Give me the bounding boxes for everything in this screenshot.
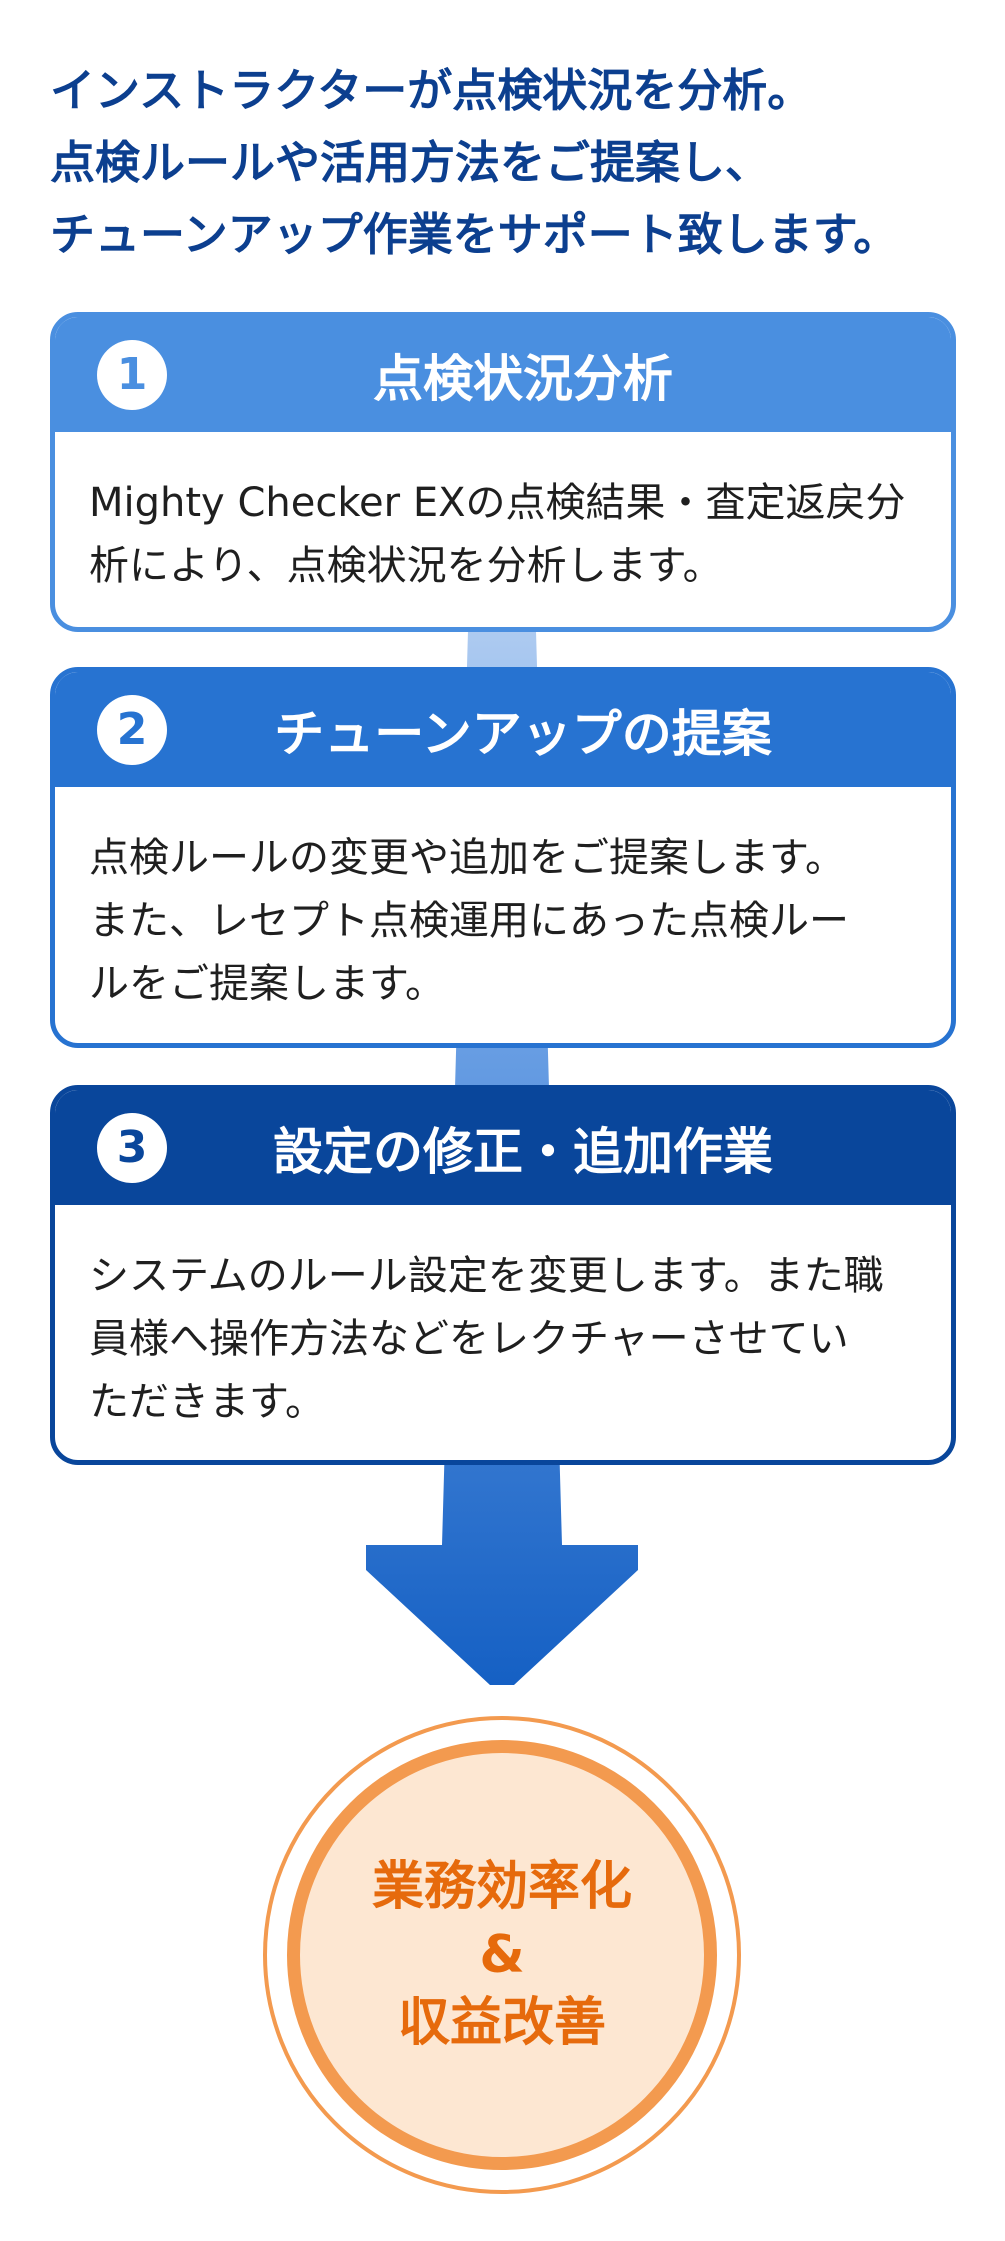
step-description: システムのルール設定を変更します。また職 員様へ操作方法などをレクチャーさせてい… [55, 1205, 951, 1434]
intro-line: インストラクターが点検状況を分析。 [50, 64, 813, 117]
result-line: 業務効率化 [371, 1857, 632, 1917]
step-header: 2 チューンアップの提案 [55, 672, 951, 787]
step-header: 3 設定の修正・追加作業 [55, 1090, 951, 1205]
result-line: 収益改善 [397, 1993, 606, 2053]
step-description-line: ただきます。 [89, 1379, 325, 1425]
step-header: 1 点検状況分析 [55, 317, 951, 432]
flow-arrow-shape [366, 420, 638, 1685]
step-description-line: システムのルール設定を変更します。また職 [89, 1253, 884, 1299]
step-title: 点検状況分析 [373, 349, 673, 408]
step-card-configuration: 3 設定の修正・追加作業 システムのルール設定を変更します。また職 員様へ操作方… [50, 1085, 956, 1465]
step-card-proposal: 2 チューンアップの提案 点検ルールの変更や追加をご提案します。 また、レセプト… [50, 667, 956, 1048]
result-circle: 業務効率化 & 収益改善 [263, 1716, 741, 2194]
step-description-line: 析により、点検状況を分析します。 [89, 543, 723, 589]
step-description-line: ルをご提案します。 [89, 961, 445, 1007]
intro-line: チューンアップ作業をサポート致します。 [50, 208, 899, 261]
step-title: 設定の修正・追加作業 [273, 1122, 773, 1181]
step-card-analysis: 1 点検状況分析 Mighty Checker EXの点検結果・査定返戻分 析に… [50, 312, 956, 632]
step-description-line: 点検ルールの変更や追加をご提案します。 [89, 835, 845, 881]
step-title: チューンアップの提案 [274, 704, 772, 763]
step-description: Mighty Checker EXの点検結果・査定返戻分 析により、点検状況を分… [55, 432, 951, 598]
step-description-line: 員様へ操作方法などをレクチャーさせてい [89, 1316, 849, 1362]
step-number-badge: 1 [97, 339, 167, 410]
result-line: & [479, 1925, 525, 1985]
intro-text: インストラクターが点検状況を分析。 点検ルールや活用方法をご提案し、 チューンア… [50, 55, 970, 271]
step-number-badge: 3 [97, 1112, 167, 1183]
step-number-badge: 2 [97, 694, 167, 765]
step-description-line: Mighty Checker EXの点検結果・査定返戻分 [89, 480, 906, 526]
intro-line: 点検ルールや活用方法をご提案し、 [50, 136, 771, 189]
step-description: 点検ルールの変更や追加をご提案します。 また、レセプト点検運用にあった点検ルー … [55, 787, 951, 1016]
result-circle-inner: 業務効率化 & 収益改善 [287, 1740, 717, 2170]
step-description-line: また、レセプト点検運用にあった点検ルー [89, 898, 849, 944]
